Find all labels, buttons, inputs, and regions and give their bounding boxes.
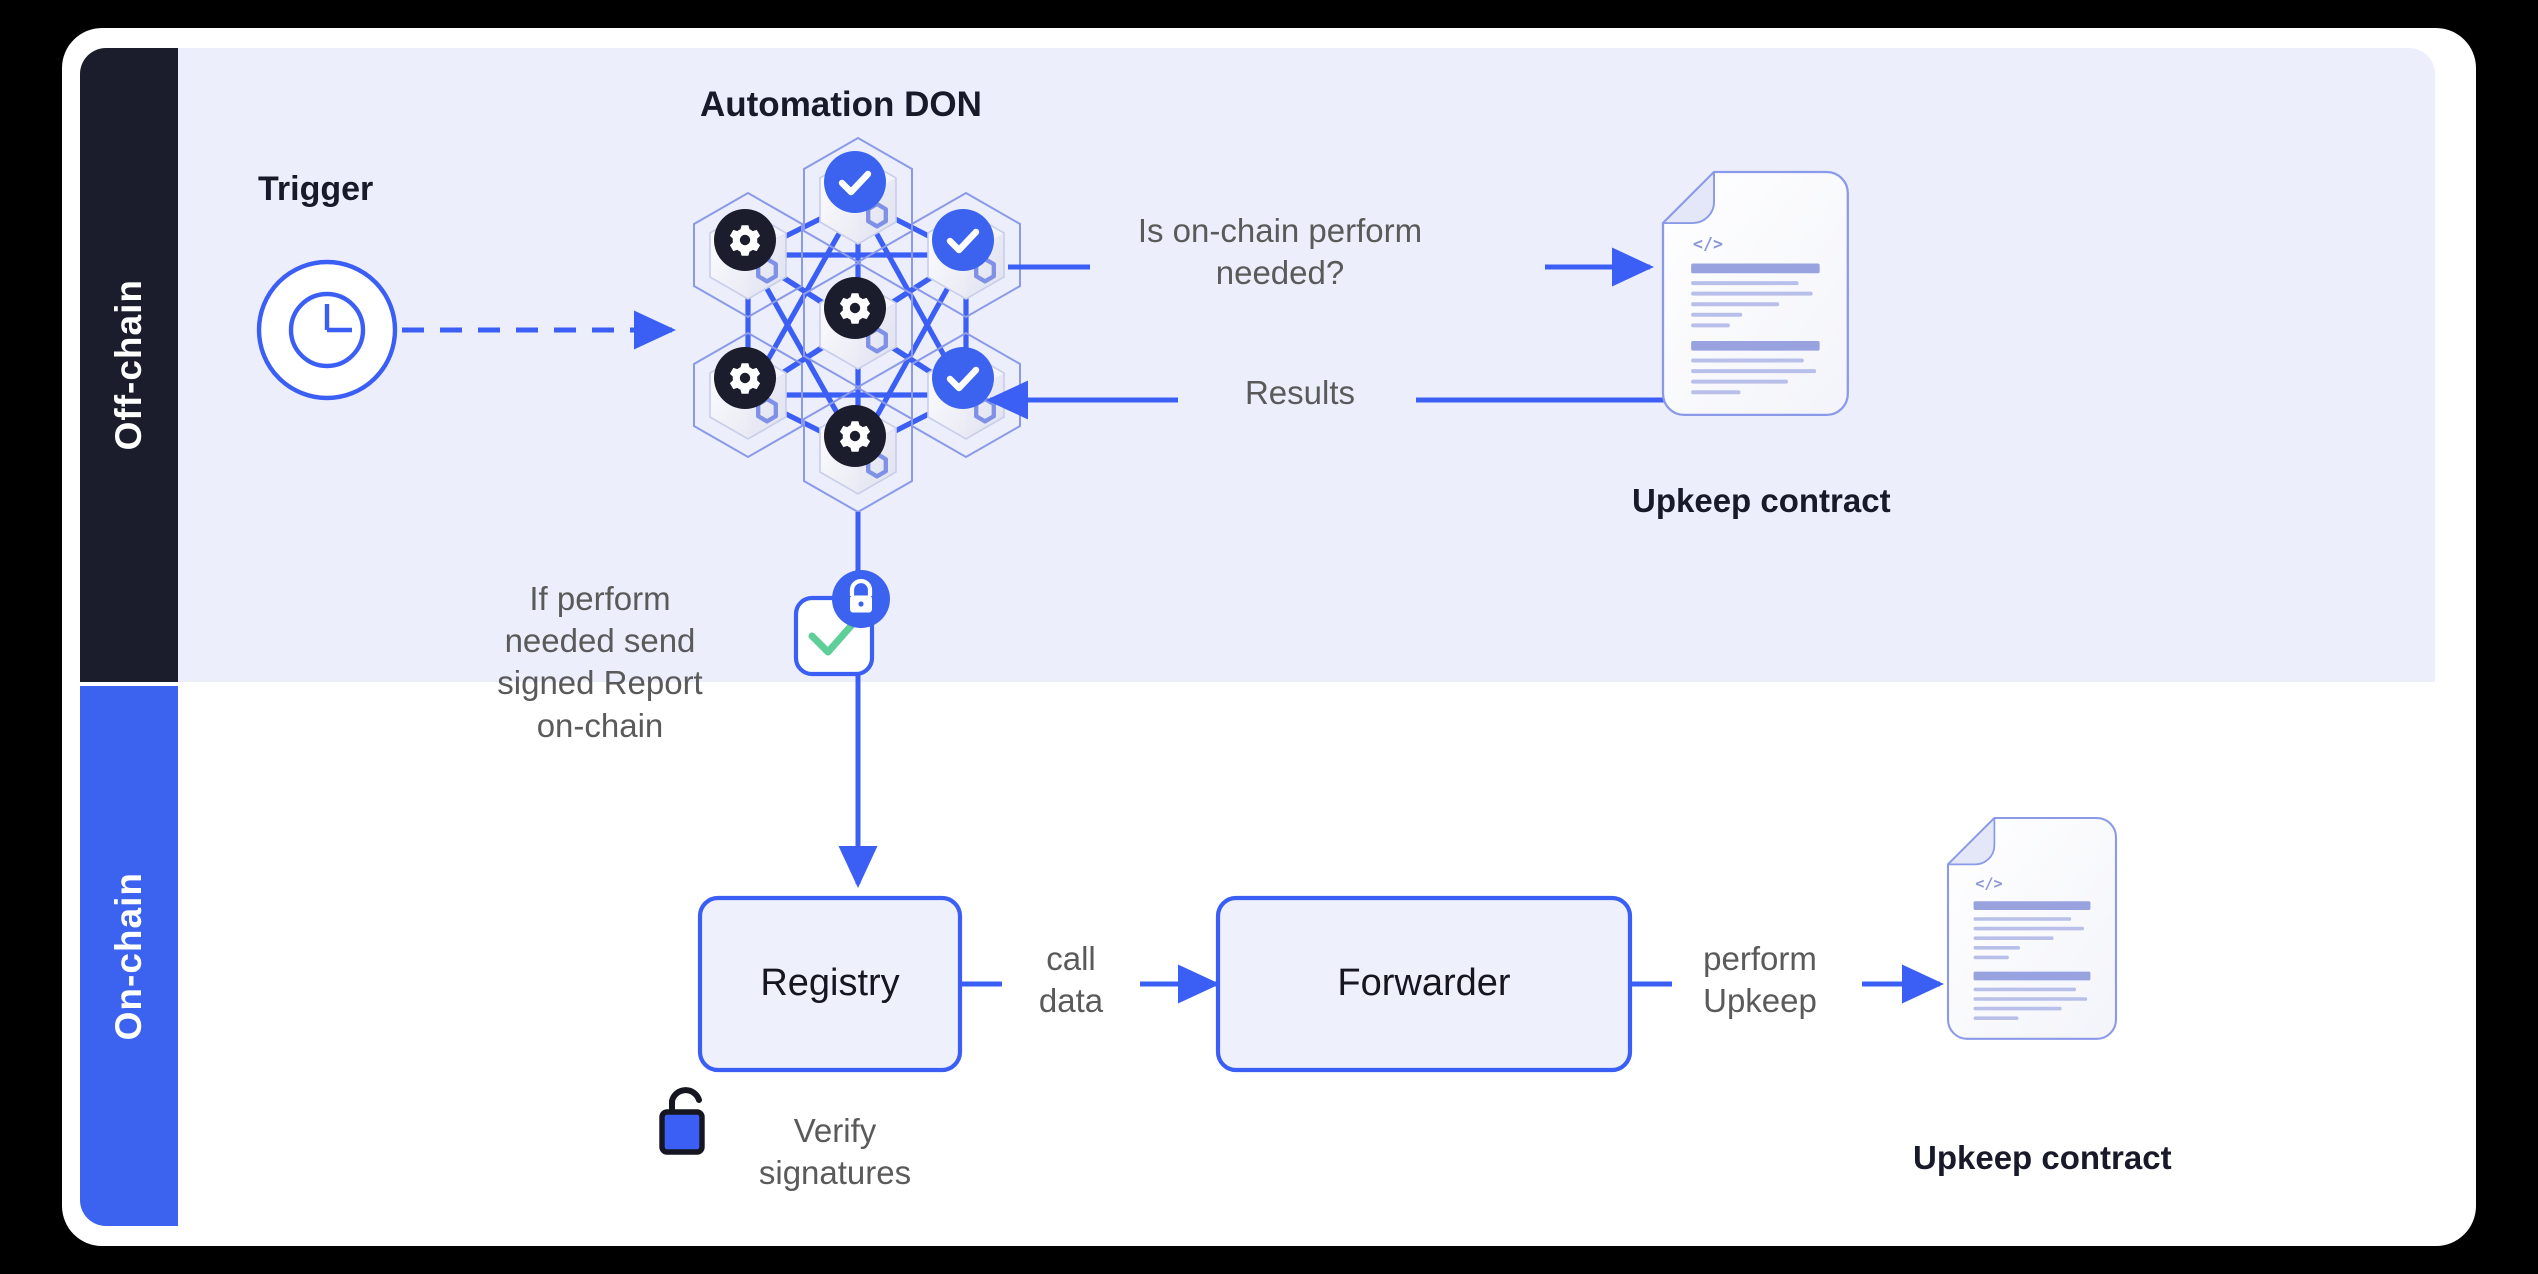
perform-note-label: If perform needed send signed Report on-… (497, 580, 703, 744)
upkeep-contract-label-onchain: Upkeep contract (1913, 1139, 2172, 1176)
verify-signatures-label: Verify signatures (758, 1112, 912, 1192)
perform-upkeep-label: perform Upkeep (1703, 940, 1817, 1020)
forwarder-label: Forwarder (1337, 962, 1511, 1004)
lock-closed-icon (832, 570, 890, 628)
automation-don-title: Automation DON (700, 85, 982, 124)
trigger-label: Trigger (258, 170, 374, 208)
upkeep-contract-doc-offchain (1661, 170, 1849, 417)
upkeep-contract-doc-onchain (1946, 816, 2118, 1040)
registry-label: Registry (760, 962, 900, 1004)
band-on-chain: On-chain (80, 686, 178, 1226)
question-label: Is on-chain perform needed? (1137, 212, 1423, 292)
results-label: Results (1244, 374, 1356, 411)
call-data-label: call data (1038, 940, 1104, 1020)
upkeep-contract-label-offchain: Upkeep contract (1632, 482, 1891, 519)
trigger-clock-icon (256, 259, 398, 401)
band-off-chain: Off-chain (80, 48, 178, 682)
offchain-panel (178, 48, 2435, 682)
lock-open-icon (659, 1087, 705, 1155)
signed-report-icon (793, 570, 890, 677)
